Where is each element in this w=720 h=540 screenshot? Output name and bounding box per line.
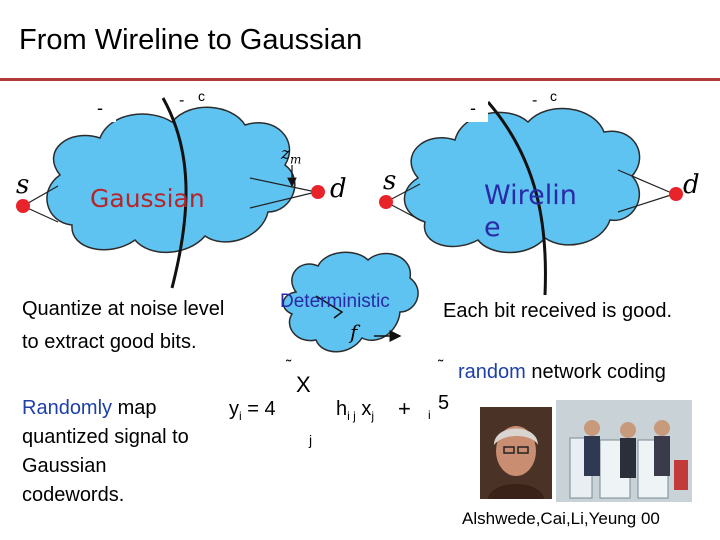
formula-plus: + (398, 396, 411, 421)
network-diagram (16, 97, 683, 353)
left-cut-line (161, 97, 188, 289)
left-cut-c: c (198, 88, 205, 104)
quantize-line-2: to extract good bits. (22, 331, 197, 353)
right-source-label: s (383, 166, 397, 196)
slide-title: From Wireline to Gaussian (19, 24, 363, 56)
left-cut-minus: - (97, 98, 103, 118)
gaussian-cloud (46, 106, 296, 253)
portrait-photo (480, 407, 552, 499)
formula-tilde-1: ˜ (286, 358, 292, 375)
right-source-node (379, 195, 393, 209)
award-photo (556, 400, 692, 502)
bit-received-text: Each bit received is good. (443, 300, 673, 322)
formula-z-sub: i (428, 408, 431, 422)
function-label: f (350, 320, 358, 344)
network-coding-text: random network coding (458, 361, 666, 383)
left-source-label: s (16, 170, 30, 200)
gaussian-cloud-label: Gaussian (90, 184, 205, 213)
portrait-photo-icon (480, 407, 552, 499)
award-photo-icon (556, 400, 692, 502)
formula-tilde-2: ˜ (438, 358, 444, 375)
right-cut-box (466, 96, 488, 122)
wireline-cloud-label: Wirelin e (484, 180, 577, 243)
sum-index: j (309, 432, 313, 448)
noise-label: zm (281, 144, 302, 167)
right-cut-minus: - (470, 98, 476, 118)
formula-lhs: yi = 4 (229, 398, 276, 423)
title-divider (0, 78, 720, 81)
randomly-map-text: Randomly map quantized signal to Gaussia… (22, 397, 189, 506)
sum-symbol: X (296, 372, 311, 397)
quantize-line-1: Quantize at noise level (22, 298, 225, 320)
deterministic-label: Deterministic (280, 291, 390, 312)
left-source-node (16, 199, 30, 213)
left-cut-minus-2: - (179, 92, 185, 109)
left-dest-node (311, 185, 325, 199)
right-cut-line (486, 101, 547, 296)
right-cut-minus-2: - (532, 92, 538, 109)
right-cut-c: c (550, 88, 557, 104)
deterministic-cloud (282, 251, 419, 353)
right-dest-label: d (683, 170, 700, 200)
left-cut-box (94, 96, 116, 122)
photo-caption: Alshwede,Cai,Li,Yeung 00 (462, 509, 660, 528)
formula-rhs: hi j xj (336, 398, 375, 423)
right-dest-node (669, 187, 683, 201)
formula-five: 5 (438, 392, 450, 414)
left-dest-label: d (330, 174, 347, 204)
